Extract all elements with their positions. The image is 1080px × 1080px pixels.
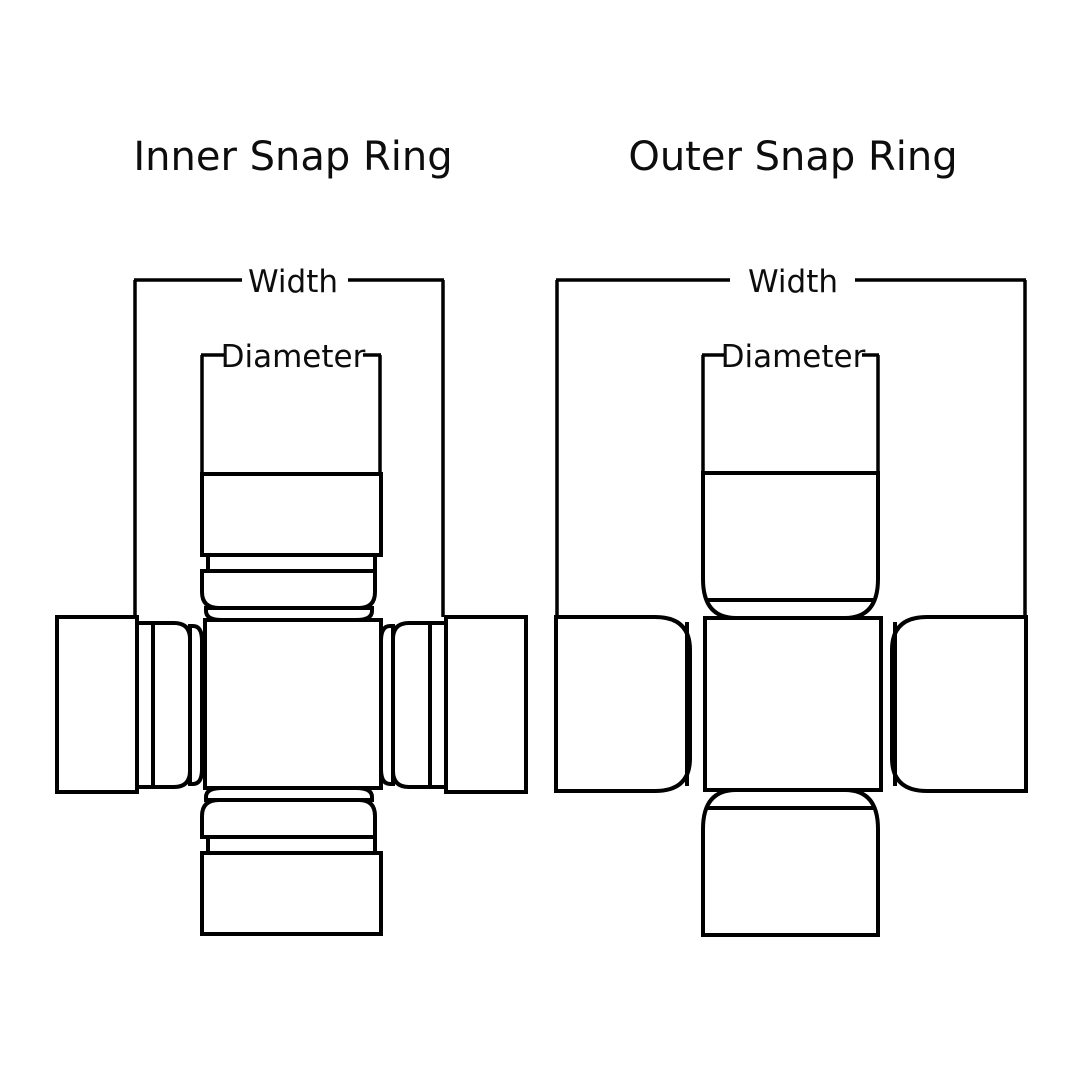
inner-right-arm — [379, 615, 528, 794]
outer-width-dimension: Width — [555, 264, 1027, 617]
outer-snap-ring-title: Outer Snap Ring — [628, 134, 957, 180]
inner-snap-ring-title: Inner Snap Ring — [133, 134, 452, 180]
inner-left-shoulder — [188, 624, 204, 786]
outer-center-body — [703, 616, 883, 792]
outer-top-cap — [701, 471, 880, 620]
inner-right-snap-band — [428, 621, 448, 789]
inner-diameter-label: Diameter — [221, 339, 366, 375]
inner-left-snap-band — [135, 621, 155, 789]
outer-width-label: Width — [748, 264, 838, 300]
diagram-outer-snap-ring: Width Diameter Outer Snap Ring — [554, 134, 1028, 937]
inner-left-cap — [55, 615, 139, 794]
outer-right-cap — [890, 615, 1028, 793]
outer-diameter-dimension: Diameter — [701, 339, 880, 473]
inner-top-snap-band — [206, 553, 377, 573]
inner-top-cap — [200, 472, 383, 557]
outer-right-arm — [890, 615, 1028, 793]
inner-width-label: Width — [248, 264, 338, 300]
inner-diameter-dimension: Diameter — [200, 339, 382, 474]
inner-bottom-arm — [200, 786, 383, 936]
outer-bottom-cap — [701, 788, 880, 937]
inner-top-arm — [200, 472, 383, 622]
inner-left-taper — [151, 621, 192, 789]
outer-left-arm — [554, 615, 692, 793]
inner-bottom-cap — [200, 851, 383, 936]
inner-bottom-taper — [200, 798, 377, 839]
inner-left-arm — [55, 615, 204, 794]
inner-width-dimension: Width — [133, 264, 445, 617]
inner-top-taper — [200, 569, 377, 610]
inner-right-taper — [391, 621, 432, 789]
outer-diameter-label: Diameter — [721, 339, 866, 375]
inner-bottom-snap-band — [206, 835, 377, 855]
outer-top-arm — [701, 471, 880, 620]
diagram-inner-snap-ring: Width Diameter Inner Snap Ring — [55, 134, 528, 936]
inner-center-body — [203, 618, 383, 790]
outer-left-cap — [554, 615, 692, 793]
inner-right-cap — [444, 615, 528, 794]
outer-bottom-arm — [701, 788, 880, 937]
